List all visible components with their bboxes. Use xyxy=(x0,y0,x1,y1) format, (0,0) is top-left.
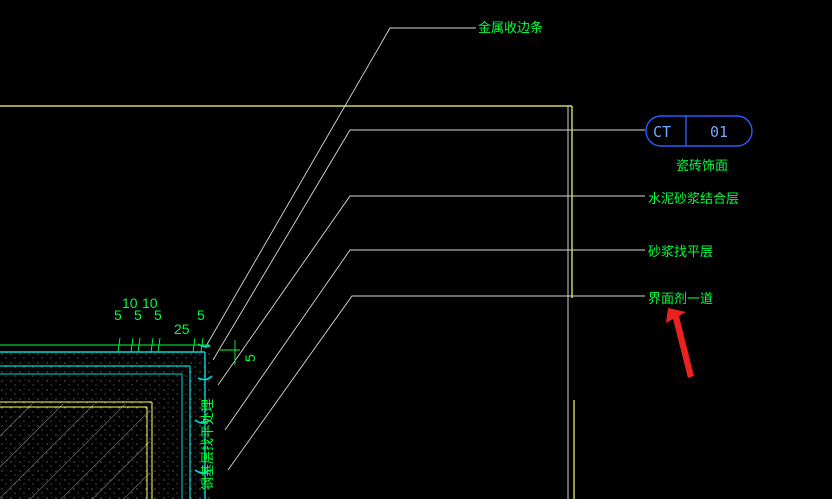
label-metal-edge: 金属收边条 xyxy=(478,20,543,36)
dim-side-5: 5 xyxy=(242,354,258,362)
dim-5b: 5 xyxy=(134,307,142,323)
dim-25: 25 xyxy=(174,321,190,337)
dim-5d: 5 xyxy=(197,307,205,323)
red-arrow-annotation xyxy=(666,308,694,378)
dimension-line xyxy=(0,337,240,365)
label-mortar-level: 砂浆找平层 xyxy=(648,245,713,260)
material-tag[interactable]: CT 01 xyxy=(645,115,753,147)
label-ceramic-face: 瓷砖饰面 xyxy=(676,159,728,174)
vertical-note: 钢基层找平处理 xyxy=(201,399,216,490)
leader-lines xyxy=(204,27,645,471)
wall-outline xyxy=(0,105,575,499)
dim-5a: 5 xyxy=(114,307,122,323)
dim-10b: 10 xyxy=(142,295,158,311)
tag-number: 01 xyxy=(710,123,728,141)
layered-section xyxy=(0,343,213,499)
dim-5c: 5 xyxy=(154,307,162,323)
label-cement-mortar: 水泥砂浆结合层 xyxy=(648,192,739,207)
dim-10a: 10 xyxy=(122,295,138,311)
tag-code: CT xyxy=(653,123,671,141)
label-interface-agent: 界面剂一道 xyxy=(648,292,713,307)
